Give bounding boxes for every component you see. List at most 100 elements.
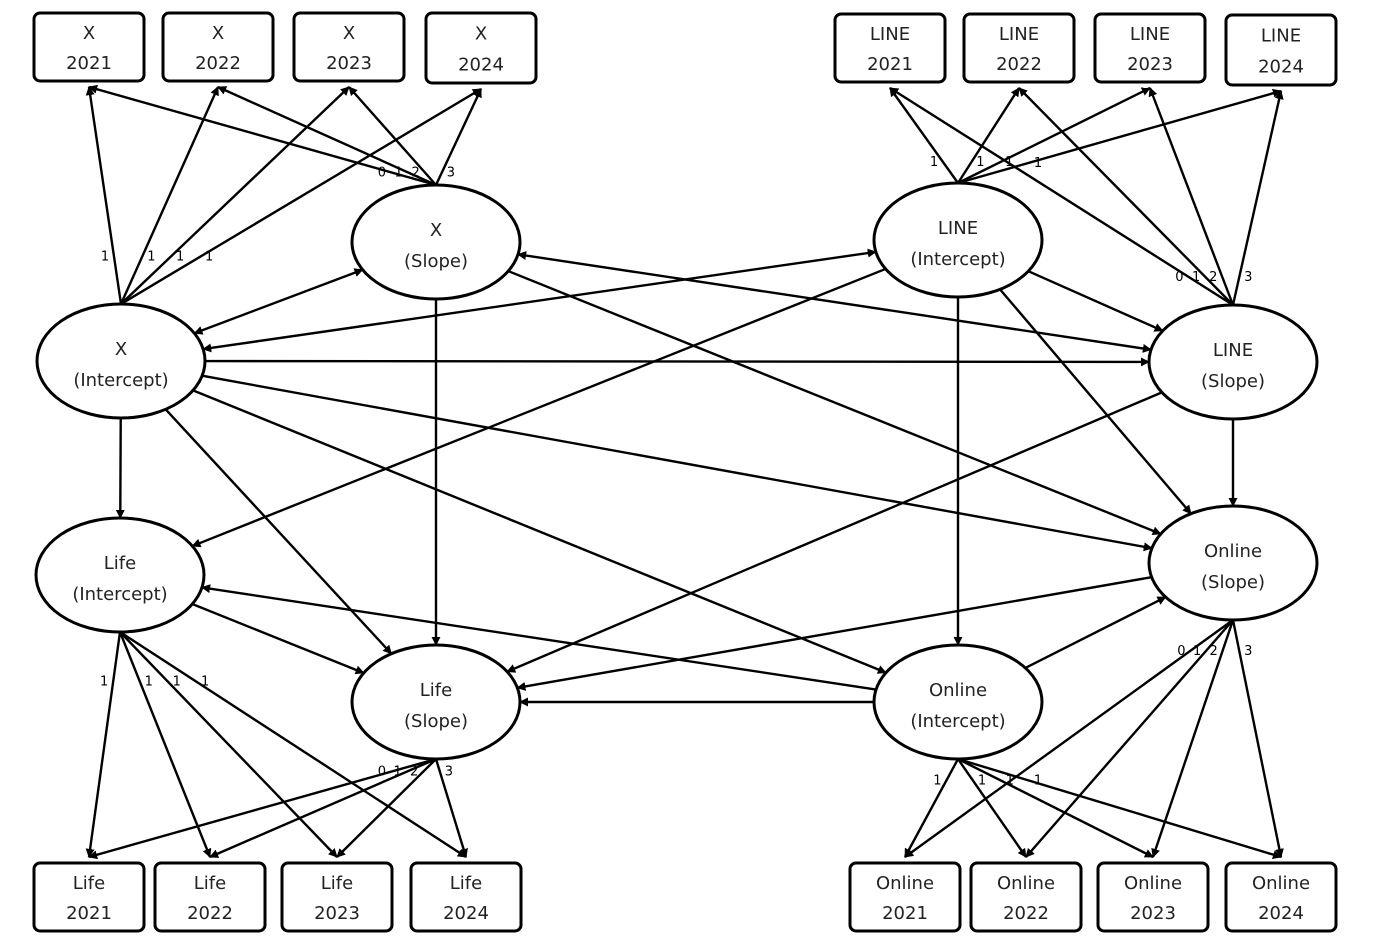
loading-label: 1 [201,675,209,690]
loading-label: 3 [1244,644,1252,659]
loading-label: 1 [1193,644,1201,659]
loading-arrow-lifeInt-life2023 [119,631,338,858]
latent-factor-name: Life [420,680,452,701]
loading-label: 2 [1209,644,1217,659]
indicator-box-frame [32,861,146,933]
loading-arrow-xSlope-x2021 [88,84,437,187]
loading-arrow-onlineInt-online2023 [957,757,1154,859]
latent-factor-shape [872,643,1044,761]
nodes-layer: X2021X2022X2023X2024LINE2021LINE2022LINE… [32,11,1338,933]
latent-factor-shape [350,183,522,301]
loading-label: 1 [147,249,155,264]
loading-label: 1 [100,675,108,690]
loading-arrow-lineSlope-line2021 [889,86,1234,307]
loading-arrow-lifeSlope-life2022 [209,757,437,859]
latent-factor-name: Online [929,680,987,701]
indicator-year: 2023 [1127,54,1173,75]
regression-arrow-xSlope-onlineSlope [507,269,1162,536]
loading-label: 1 [176,249,184,264]
regression-arrow-xInt-onlineInt [192,389,887,674]
latent-factor-name: X [115,339,127,360]
latent-factor-type: (Slope) [1201,572,1265,593]
indicator-year: 2022 [996,54,1042,75]
regression-arrow-lifeInt-lifeSlope [191,602,365,675]
indicator-box-frame [848,861,962,933]
indicator-label: X [343,23,355,44]
indicator-label: X [212,23,224,44]
latent-factor-onlineInt: Online(Intercept) [872,643,1044,761]
loading-arrow-onlineSlope-online2023 [1151,619,1235,858]
loading-label: 1 [1192,270,1200,285]
latent-factor-onlineSlope: Online(Slope) [1147,504,1319,622]
indicator-box-frame [962,12,1076,84]
loading-label: 0 [1175,270,1183,285]
indicator-year: 2021 [882,903,928,924]
loading-arrow-xInt-x2024 [120,87,482,306]
loading-label: 1 [393,765,401,780]
indicator-year: 2023 [1130,903,1176,924]
loading-arrow-xSlope-x2023 [348,86,437,186]
loading-label: 1 [933,774,941,789]
indicator-label: LINE [870,24,910,45]
loading-arrow-xSlope-x2022 [217,85,437,187]
latent-factor-type: (Slope) [404,711,468,732]
loading-arrow-xSlope-x2024 [434,88,483,186]
latent-factor-name: LINE [938,218,978,239]
loading-arrow-onlineInt-online2021 [903,758,960,858]
loading-arrow-onlineInt-online2022 [957,758,1027,858]
latent-factor-lineInt: LINE(Intercept) [872,181,1044,299]
indicator-box-frame [292,11,406,83]
latent-factor-lifeInt: Life(Intercept) [34,516,206,634]
loading-arrow-onlineSlope-online2022 [1025,619,1234,858]
indicator-label: Life [194,873,226,894]
indicator-box-life2022: Life 2022 [153,861,267,933]
loading-label: 1 [976,155,984,170]
regression-arrow-lineInt-lineSlope [1027,270,1164,332]
indicator-year: 2024 [443,903,489,924]
loading-label: 1 [930,155,938,170]
indicator-box-frame [280,861,394,933]
indicator-label: Life [321,873,353,894]
indicator-year: 2024 [1258,903,1304,924]
loading-arrow-xInt-x2023 [120,86,350,305]
regression-arrow-onlineInt-onlineSlope [1024,595,1167,670]
loading-label: 1 [205,250,213,265]
loading-arrow-lifeSlope-life2024 [434,758,468,858]
latent-factor-shape [35,302,207,420]
indicator-box-online2023: Online 2023 [1096,861,1210,933]
loading-label: 3 [447,166,455,181]
loading-arrow-lineSlope-line2023 [1148,87,1235,306]
loading-arrow-lineInt-line2022 [956,87,1021,184]
loading-arrow-lineInt-line2023 [957,86,1151,185]
indicator-box-frame [969,861,1083,933]
regression-arrow-onlineInt-lifeInt [201,584,877,691]
regression-arrow-lineInt-onlineSlope [999,288,1192,515]
indicator-box-frame [409,861,523,933]
loading-arrow-lifeInt-life2024 [119,630,467,859]
latent-factor-lineSlope: LINE(Slope) [1147,303,1319,421]
loading-arrow-onlineSlope-online2021 [904,619,1234,858]
loading-arrow-lineInt-line2024 [957,88,1282,185]
latent-factor-shape [34,516,206,634]
latent-factor-shape [350,643,522,761]
loading-arrow-xInt-x2022 [119,86,220,305]
loading-arrow-lineInt-line2021 [889,87,959,184]
latent-factor-type: (Intercept) [72,584,167,605]
regression-arrow-xInt-lineSlope [204,357,1150,367]
loading-label: 1 [1034,156,1042,171]
latent-factor-shape [1147,504,1319,622]
indicator-year: 2022 [187,903,233,924]
regression-arrow-xInt-lifeSlope [164,408,393,655]
indicator-label: Online [1124,873,1182,894]
regression-arrow-lineInt-lifeInt [191,267,887,548]
covariance-arrow-xSlope-lineSlope [517,251,1152,353]
loading-label: 3 [445,765,453,780]
covariance-arrow-xInt-xSlope [193,268,364,335]
